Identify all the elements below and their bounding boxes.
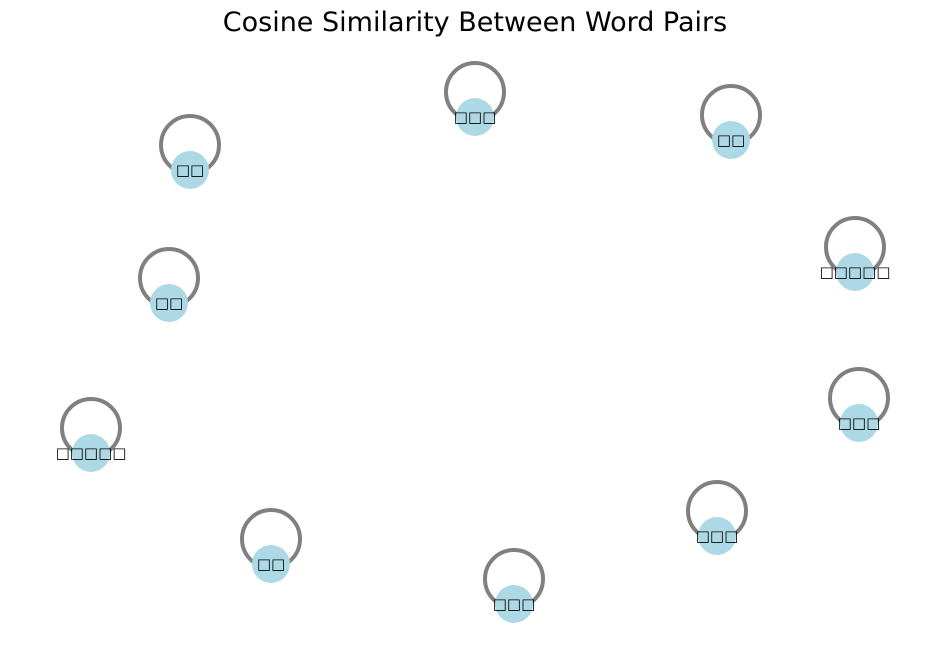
- graph-node-n5: □□□: [696, 517, 739, 555]
- node-layer: □□□□□□□□□□□□□□□□□□□□□□□□□□□□□□: [56, 98, 891, 623]
- edge-layer: [60, 61, 890, 610]
- figure-title: Cosine Similarity Between Word Pairs: [222, 7, 728, 38]
- node-label: □□□□□: [820, 263, 891, 281]
- node-circle: [836, 253, 874, 291]
- graph-node-n7: □□: [252, 545, 290, 583]
- node-circle: [712, 121, 750, 159]
- graph-node-n8: □□□□□: [56, 434, 127, 472]
- graph-node-n4: □□□: [838, 404, 881, 442]
- node-circle: [456, 98, 494, 136]
- graph-node-n2: □□: [712, 121, 750, 159]
- graph-node-n10: □□: [171, 151, 209, 189]
- node-label: □□□: [493, 595, 536, 613]
- node-circle: [171, 151, 209, 189]
- graph-node-n3: □□□□□: [820, 253, 891, 291]
- node-circle: [150, 284, 188, 322]
- node-label: □□□: [454, 108, 497, 126]
- graph-node-n6: □□□: [493, 585, 536, 623]
- node-circle: [252, 545, 290, 583]
- node-circle: [840, 404, 878, 442]
- node-circle: [495, 585, 533, 623]
- node-circle: [698, 517, 736, 555]
- node-label: □□: [717, 131, 745, 149]
- graph-node-n9: □□: [150, 284, 188, 322]
- graph-node-n1: □□□: [454, 98, 497, 136]
- node-label: □□□□□: [56, 444, 127, 462]
- node-circle: [72, 434, 110, 472]
- node-label: □□: [257, 555, 285, 573]
- node-label: □□: [155, 294, 183, 312]
- node-label: □□: [176, 161, 204, 179]
- node-label: □□□: [696, 527, 739, 545]
- node-label: □□□: [838, 414, 881, 432]
